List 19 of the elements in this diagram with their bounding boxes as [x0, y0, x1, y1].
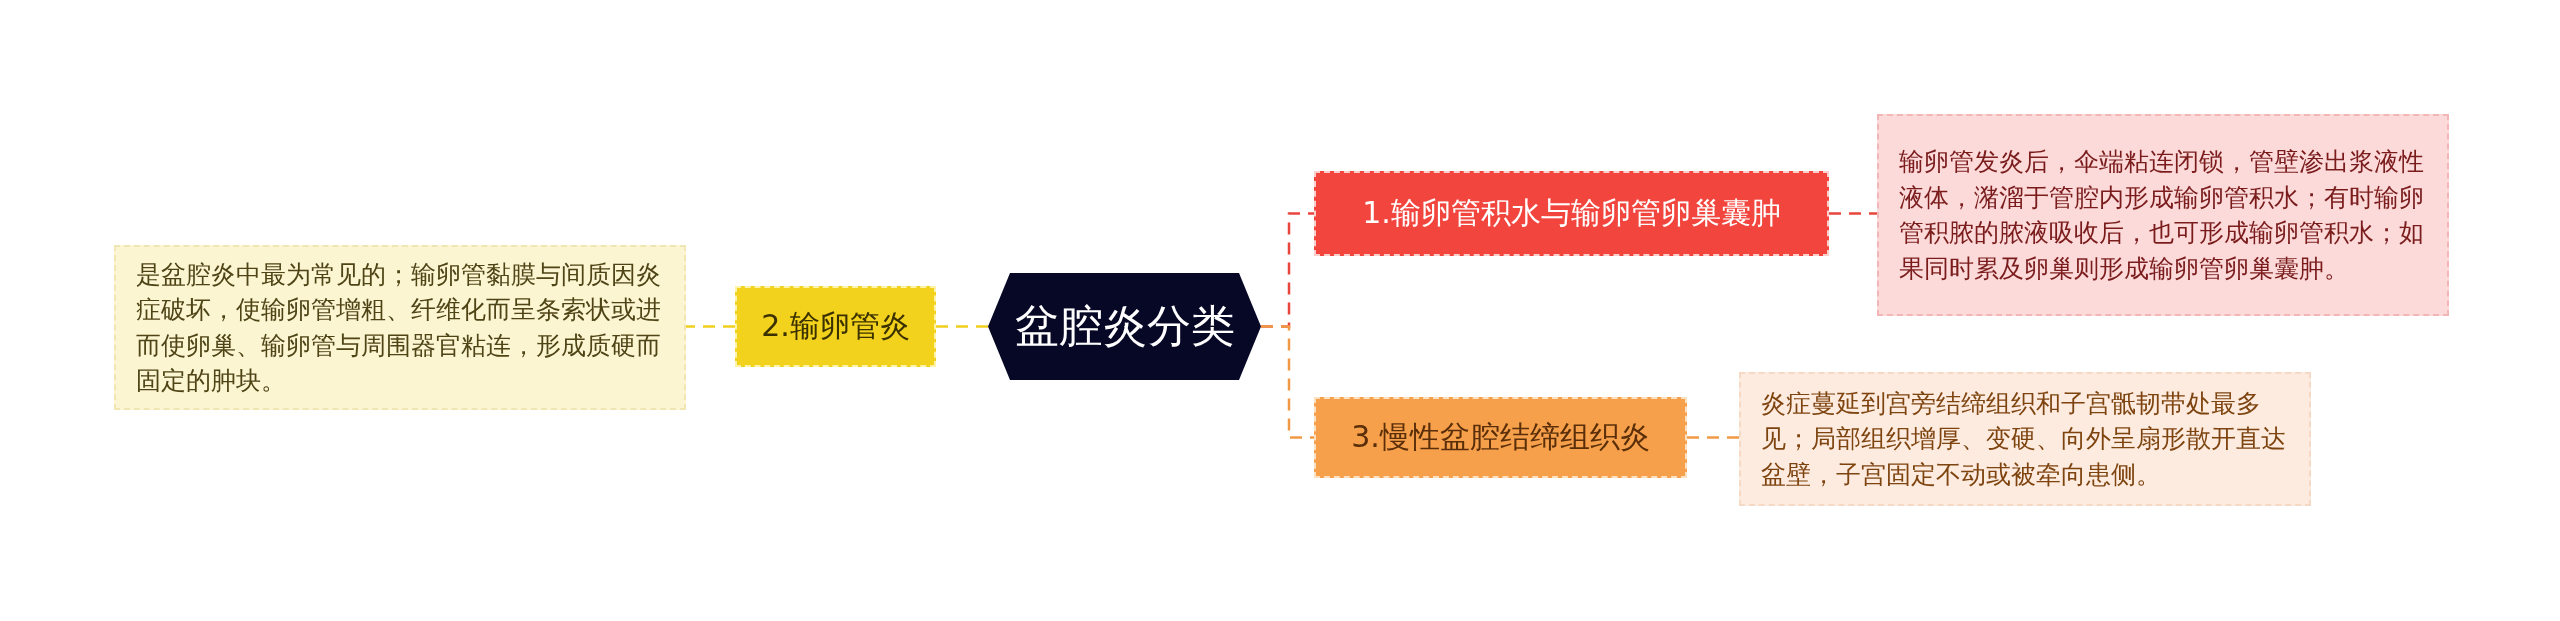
connector-line	[1829, 212, 1877, 215]
topic-label: 1.输卵管积水与输卵管卵巢囊肿	[1362, 194, 1781, 232]
note-text: 炎症蔓延到宫旁结缔组织和子宫骶韧带处最多见；局部组织增厚、变硬、向外呈扇形散开直达盆壁，子宫固定不动或被牵向患侧。	[1761, 387, 2287, 491]
note-text: 输卵管发炎后，伞端粘连闭锁，管壁渗出浆液性液体，潴溜于管腔内形成输卵管积水；有时输卵管积脓的脓液吸收后，也可形成输卵管积水；如果同时累及卵巢则形成输卵管卵巢囊肿。	[1899, 146, 2425, 285]
topic-label: 盆腔炎分类	[1014, 299, 1235, 353]
topic-box	[1314, 171, 1829, 256]
note-text: 是盆腔炎中最为常见的；输卵管黏膜与间质因炎症破坏，使输卵管增粗、纤维化而呈条索状或进而使卵巢、输卵管与周围器官粘连，形成质硬而固定的肿块。	[136, 258, 662, 397]
topic-label: 2.输卵管炎	[761, 307, 910, 345]
central-topic-hexagon	[988, 273, 1261, 380]
note-box	[1739, 372, 2311, 506]
topic-box	[735, 286, 936, 367]
topic-box	[1314, 397, 1687, 478]
note-box	[1877, 114, 2449, 316]
connector-line	[936, 325, 988, 328]
connector-line	[686, 325, 735, 328]
topic-label: 3.慢性盆腔结缔组织炎	[1351, 418, 1650, 456]
connector-line	[1687, 436, 1739, 439]
connector-line	[1261, 325, 1314, 439]
note-box	[114, 245, 686, 410]
